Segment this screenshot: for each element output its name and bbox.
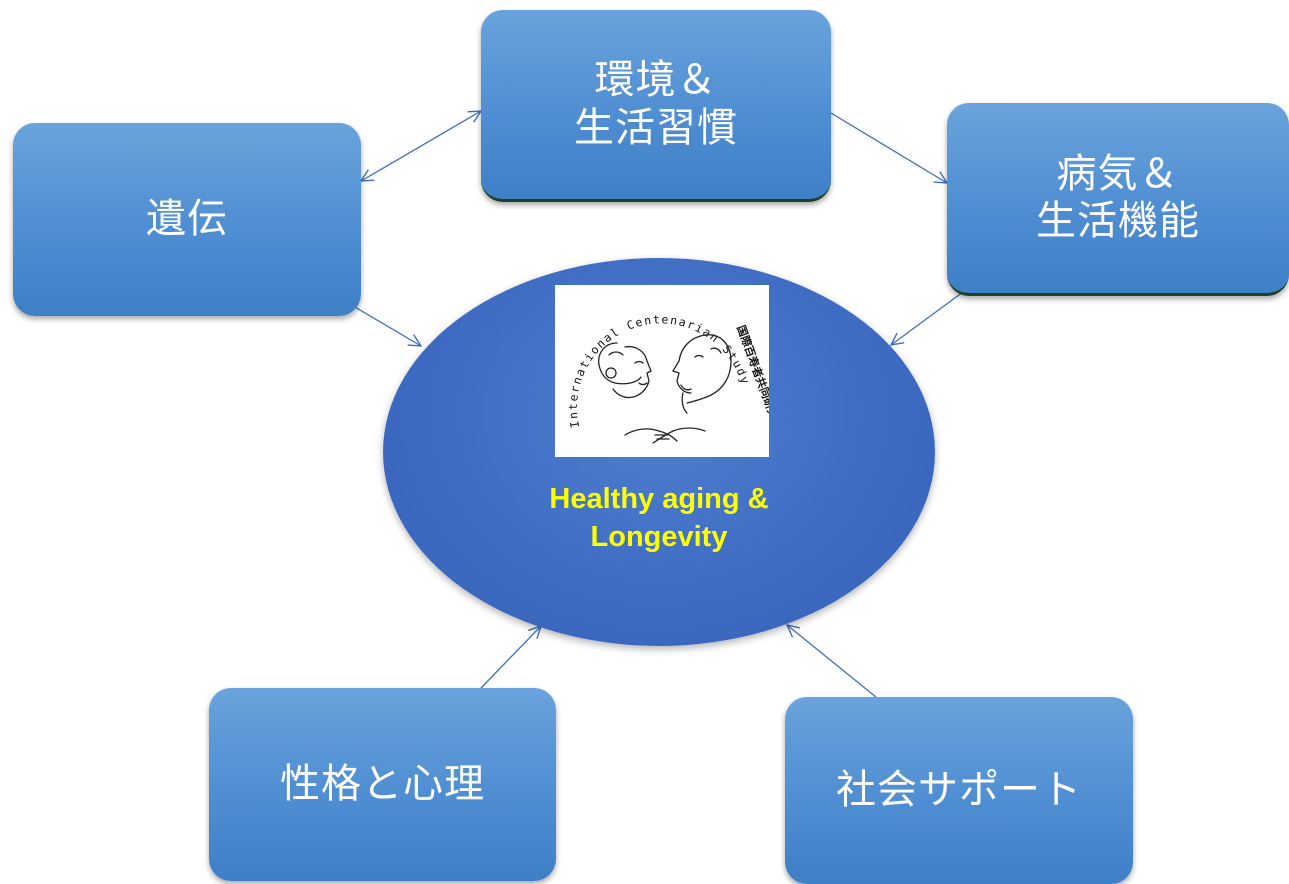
node-personality-psychology-label: 性格と心理 <box>280 760 485 807</box>
logo-arc-text-en: International Centenarian Study <box>566 312 751 429</box>
logo-faces <box>598 334 732 444</box>
center-title: Healthy aging & Longevity <box>549 483 769 554</box>
connector-personality-center <box>480 626 541 689</box>
node-genetics: 遺伝 <box>13 123 361 316</box>
logo-arc-text: International Centenarian Study <box>566 312 753 429</box>
node-genetics-label: 遺伝 <box>146 195 228 242</box>
node-disease-function: 病気＆ 生活機能 <box>947 103 1289 296</box>
node-disease-function-label: 病気＆ 生活機能 <box>1036 150 1200 244</box>
node-environment-lifestyle-label: 環境＆ 生活習慣 <box>574 57 738 151</box>
connector-disease-center <box>891 291 964 345</box>
centenarian-study-logo: International Centenarian Study 国際百寿者共同研… <box>555 285 781 457</box>
node-personality-psychology: 性格と心理 <box>209 688 556 881</box>
connector-social-center <box>787 625 877 698</box>
node-social-support: 社会サポート <box>785 697 1133 884</box>
logo-drawing: International Centenarian Study 国際百寿者共同研… <box>566 312 781 444</box>
node-environment-lifestyle: 環境＆ 生活習慣 <box>481 10 831 202</box>
connector-environment-disease <box>830 112 947 183</box>
connector-genetics-environment <box>361 111 481 181</box>
node-social-support-label: 社会サポート <box>836 766 1082 813</box>
